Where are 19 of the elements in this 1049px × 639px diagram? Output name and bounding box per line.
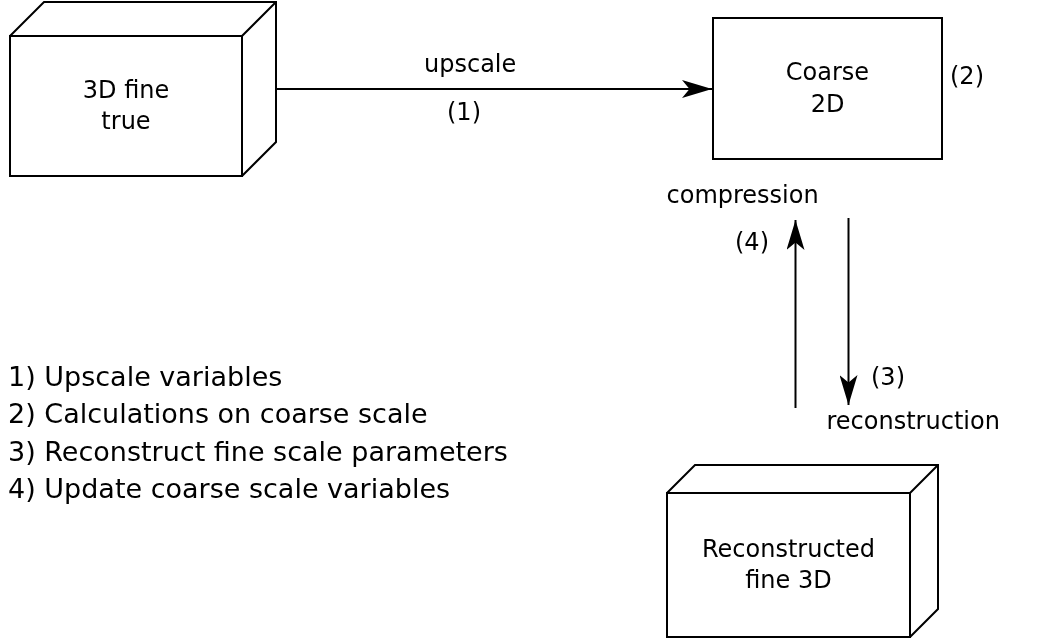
arrow (276, 80, 713, 98)
process-box (713, 18, 942, 159)
edge-label: compression (665, 182, 820, 209)
arrow (786, 219, 805, 409)
step-number: (2) (950, 62, 984, 90)
node-label: Coarse 2D (784, 57, 871, 120)
step-list-item: 3) Reconstruct fine scale parameters (8, 436, 508, 467)
step-number: (3) (871, 363, 905, 391)
step-number: (1) (447, 98, 481, 126)
step-number: (4) (735, 228, 769, 256)
node-label: Reconstructed fine 3D (700, 533, 877, 596)
step-list-item: 2) Calculations on coarse scale (8, 398, 428, 429)
node-label: 3D fine true (81, 74, 171, 137)
arrow (839, 217, 858, 406)
cube-box (667, 465, 938, 637)
edge-label: upscale (423, 51, 518, 78)
step-list-item: 1) Upscale variables (8, 361, 283, 392)
step-list-item: 4) Update coarse scale variables (8, 473, 451, 504)
cube-box (10, 2, 276, 176)
